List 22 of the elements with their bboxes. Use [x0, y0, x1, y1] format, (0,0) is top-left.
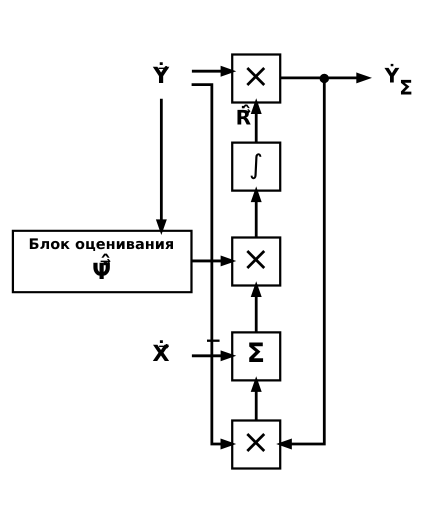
node-box: ×: [231, 236, 282, 287]
node-box: Блок оценивания Ψ̇⃗̂: [12, 230, 193, 294]
node-box: ×: [231, 419, 282, 470]
arrow: [192, 83, 236, 450]
arrow: [192, 350, 236, 362]
node-text: Ẏ⃗: [152, 62, 170, 89]
arrow: [250, 98, 262, 143]
arrow: [276, 82, 326, 450]
node-circle: [320, 74, 330, 84]
node-box: ∫: [231, 142, 282, 192]
node-box: Σ: [231, 331, 282, 382]
arrow: [192, 255, 236, 266]
node-text: Ẋ⃗: [152, 340, 170, 367]
arrow: [250, 376, 262, 420]
arrow: [156, 98, 167, 235]
node-box: ×: [231, 53, 282, 104]
arrow: [192, 66, 236, 77]
connector: [280, 76, 321, 80]
edge-label: Ṙ⃗̂: [236, 106, 252, 130]
arrow: [250, 186, 262, 238]
arrow: [250, 281, 262, 332]
arrow: [328, 72, 372, 84]
